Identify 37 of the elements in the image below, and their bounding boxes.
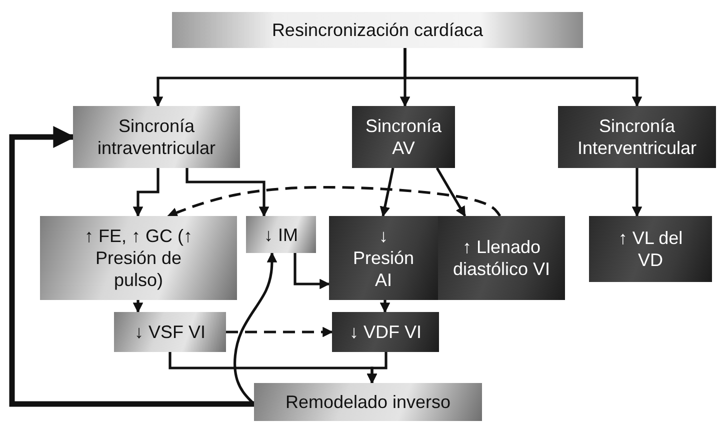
process-box [172, 12, 583, 48]
arrow [380, 300, 390, 314]
box-label: ↑ FE, ↑ GC (↑ Presión de pulso) [84, 225, 194, 291]
process-box [329, 216, 438, 300]
box-label: ↓ VDF VI [349, 321, 422, 343]
process-box [114, 312, 226, 352]
arrow [404, 48, 642, 108]
arrow [366, 352, 388, 384]
box-label: ↑ VL del VD [617, 227, 684, 271]
process-box [73, 106, 240, 168]
box-label: ↓ IM [264, 224, 298, 246]
arrow [632, 168, 642, 218]
box-label: Sincronía Interventricular [576, 115, 698, 159]
box-label: ↓ Presión AI [352, 225, 416, 291]
process-box [254, 383, 482, 421]
arrow [294, 253, 330, 290]
process-box [438, 216, 565, 300]
process-box [558, 106, 716, 168]
arrow [167, 186, 502, 218]
process-box [40, 216, 237, 300]
arrow [186, 168, 270, 218]
box-label: Resincronización cardíaca [272, 19, 484, 41]
process-box [332, 312, 439, 352]
box-label: Sincronía intraventricular [96, 115, 217, 159]
box-label: Sincronía AV [364, 115, 443, 159]
arrow [9, 126, 254, 407]
process-box [589, 216, 712, 282]
arrow [132, 300, 144, 314]
arrow [132, 168, 160, 218]
box-label: Remodelado inverso [285, 391, 451, 413]
process-box [246, 216, 316, 253]
arrow [436, 167, 466, 217]
box-label: ↑ Llenado diastólico VI [452, 236, 551, 280]
arrow [380, 168, 394, 218]
process-box [352, 106, 455, 168]
arrow [226, 326, 334, 338]
box-label: ↓ VSF VI [134, 321, 206, 343]
